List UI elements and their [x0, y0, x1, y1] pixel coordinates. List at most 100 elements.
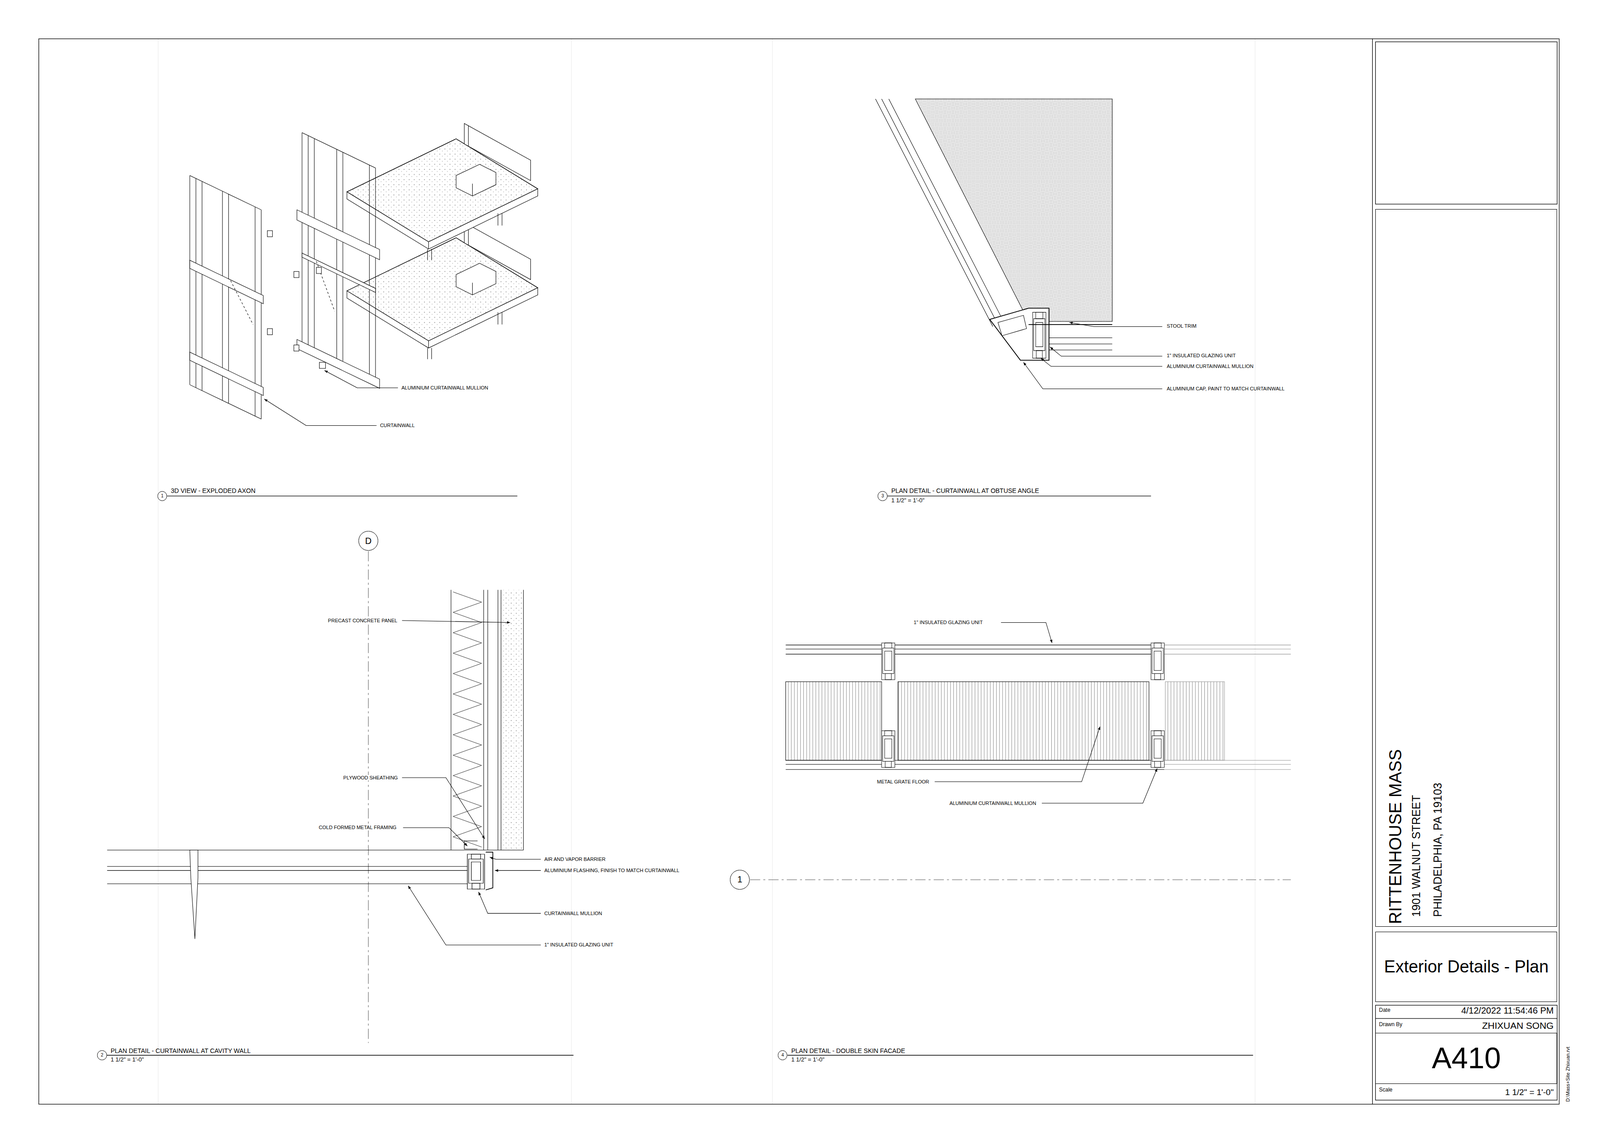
leader-label: 1" INSULATED GLAZING UNIT: [543, 941, 614, 948]
view-title-line: [166, 495, 518, 496]
precast-panel: [500, 589, 524, 850]
grid-line: [750, 878, 1291, 880]
glazing-unit: [785, 768, 1165, 770]
leader-line: [401, 620, 541, 945]
curtainwall-panel: [189, 175, 264, 419]
mullion-clip: [319, 362, 326, 369]
stool-trim: [1028, 324, 1113, 325]
view-scale: 1 1/2" = 1'-0": [890, 497, 925, 504]
glazing-unit: [785, 653, 1165, 655]
project-info-box: RITTENHOUSE MASS1901 WALNUT STREETPHILAD…: [1375, 209, 1558, 926]
mullion-clip: [294, 344, 299, 351]
leader-label: PRECAST CONCRETE PANEL: [327, 617, 398, 624]
leader-label: PLYWOOD SHEATHING: [342, 774, 399, 781]
curtainwall-panel: [189, 260, 264, 304]
view-title: PLAN DETAIL - CURTAINWALL AT CAVITY WALL: [110, 1046, 252, 1054]
double-skin-detail: [750, 622, 1291, 1055]
sheet-number-box: A410: [1375, 1032, 1558, 1084]
leader-label: CURTAINWALL MULLION: [543, 910, 603, 917]
mullion-section: [1032, 312, 1046, 359]
mullion-section: [467, 853, 485, 889]
view-title: PLAN DETAIL - DOUBLE SKIN FACADE: [790, 1046, 906, 1054]
leader-line: [934, 622, 1157, 803]
glazing-unit: [1164, 763, 1291, 765]
leader-line: [264, 398, 377, 426]
drafting-grid: [157, 38, 1255, 1105]
floor-slab: [428, 340, 429, 348]
wall-layers: [497, 589, 499, 850]
mullion-clip: [267, 328, 273, 335]
leader-line: [494, 870, 542, 871]
title-block-value: 4/12/2022 11:54:46 PM: [1460, 1005, 1554, 1016]
project-address: 1901 WALNUT STREET: [1409, 794, 1423, 917]
title-block-field: Scale: [1378, 1086, 1393, 1093]
floor-finish-hatch: [915, 98, 1113, 322]
mullion-section: [1151, 642, 1165, 680]
title-block-value: 1 1/2" = 1'-0": [1504, 1087, 1555, 1097]
glazing-unit: [1049, 337, 1113, 338]
leader-line: [489, 857, 541, 860]
sheet-title: Exterior Details - Plan: [1384, 956, 1549, 977]
curtainwall-panel: [369, 165, 370, 375]
glazing-unit: [1164, 644, 1291, 645]
view-callout: 3: [877, 490, 888, 501]
leader-line: [1041, 358, 1163, 367]
leader-label: ALUMINIUM CURTAINWALL MULLION: [948, 800, 1037, 807]
floor-slab: [501, 213, 503, 226]
floor-slab: [428, 241, 429, 249]
leader-line: [478, 891, 541, 914]
floor-slab: [472, 183, 473, 196]
curtainwall-panel: [307, 135, 309, 345]
leader-label: CURTAINWALL: [379, 422, 415, 429]
floor-slab: [431, 248, 432, 261]
title-block-field: Drawn By: [1378, 1021, 1403, 1028]
leader-line: [1069, 322, 1162, 327]
floor-slab: [501, 312, 503, 325]
leader-label: ALUMINIUM FLASHING, FINISH TO MATCH CURT…: [543, 867, 680, 874]
batt-insulation: [452, 591, 482, 847]
file-path: D:\Mass+Site Zhixuan.rvt: [1565, 1045, 1571, 1102]
curtainwall-panel: [375, 167, 376, 377]
leader-line: [1041, 768, 1158, 803]
glazing-unit: [785, 644, 1292, 770]
mullion-clip: [316, 267, 322, 274]
mullion-section: [881, 730, 896, 768]
floor-slab: [431, 347, 432, 359]
glazing-unit: [106, 849, 451, 850]
leader-line: [934, 726, 1100, 782]
grid-bubble: 1: [729, 869, 750, 889]
glazing-unit: [881, 98, 999, 327]
curtainwall-panel: [230, 280, 253, 325]
glazing-unit: [106, 870, 468, 871]
curtainwall-panel: [301, 132, 303, 342]
view-title: PLAN DETAIL - CURTAINWALL AT OBTUSE ANGL…: [890, 486, 1040, 495]
floor-slab: [427, 347, 428, 359]
callout-number: D: [365, 535, 372, 547]
mullion-section: [881, 642, 896, 680]
cavity-wall-detail: [106, 550, 574, 1055]
grid-line: [368, 550, 369, 1043]
view-scale: 1 1/2" = 1'-0": [790, 1056, 825, 1063]
glazing-unit: [785, 763, 1165, 765]
title-block-value: ZHIXUAN SONG: [1481, 1019, 1555, 1031]
aluminium-cap: [989, 307, 1050, 360]
leader-line: [324, 370, 398, 388]
curtainwall-panel: [342, 152, 344, 362]
view-title-line: [106, 1054, 574, 1055]
leader-label: 1" INSULATED GLAZING UNIT: [1166, 352, 1237, 359]
sheet-frame: [38, 38, 1560, 1105]
leader-label: ALUMINIUM CURTAINWALL MULLION: [1166, 363, 1255, 370]
glazing-unit: [1049, 349, 1113, 350]
glazing-unit: [106, 849, 468, 884]
leader-label: ALUMINIUM CAP, PAINT TO MATCH CURTAINWAL…: [1166, 385, 1285, 392]
mullion-fin: [189, 849, 198, 939]
title-block-field: Date: [1378, 1006, 1391, 1014]
glazing-unit: [1164, 648, 1291, 649]
leader-label: STOOL TRIM: [1166, 323, 1197, 329]
curtainwall-panel: [314, 138, 315, 348]
drafting-grid: [1254, 38, 1256, 1105]
curtainwall-panel: [189, 175, 262, 210]
view-scale: 1 1/2" = 1'-0": [110, 1056, 145, 1063]
leader-line: [401, 777, 485, 839]
